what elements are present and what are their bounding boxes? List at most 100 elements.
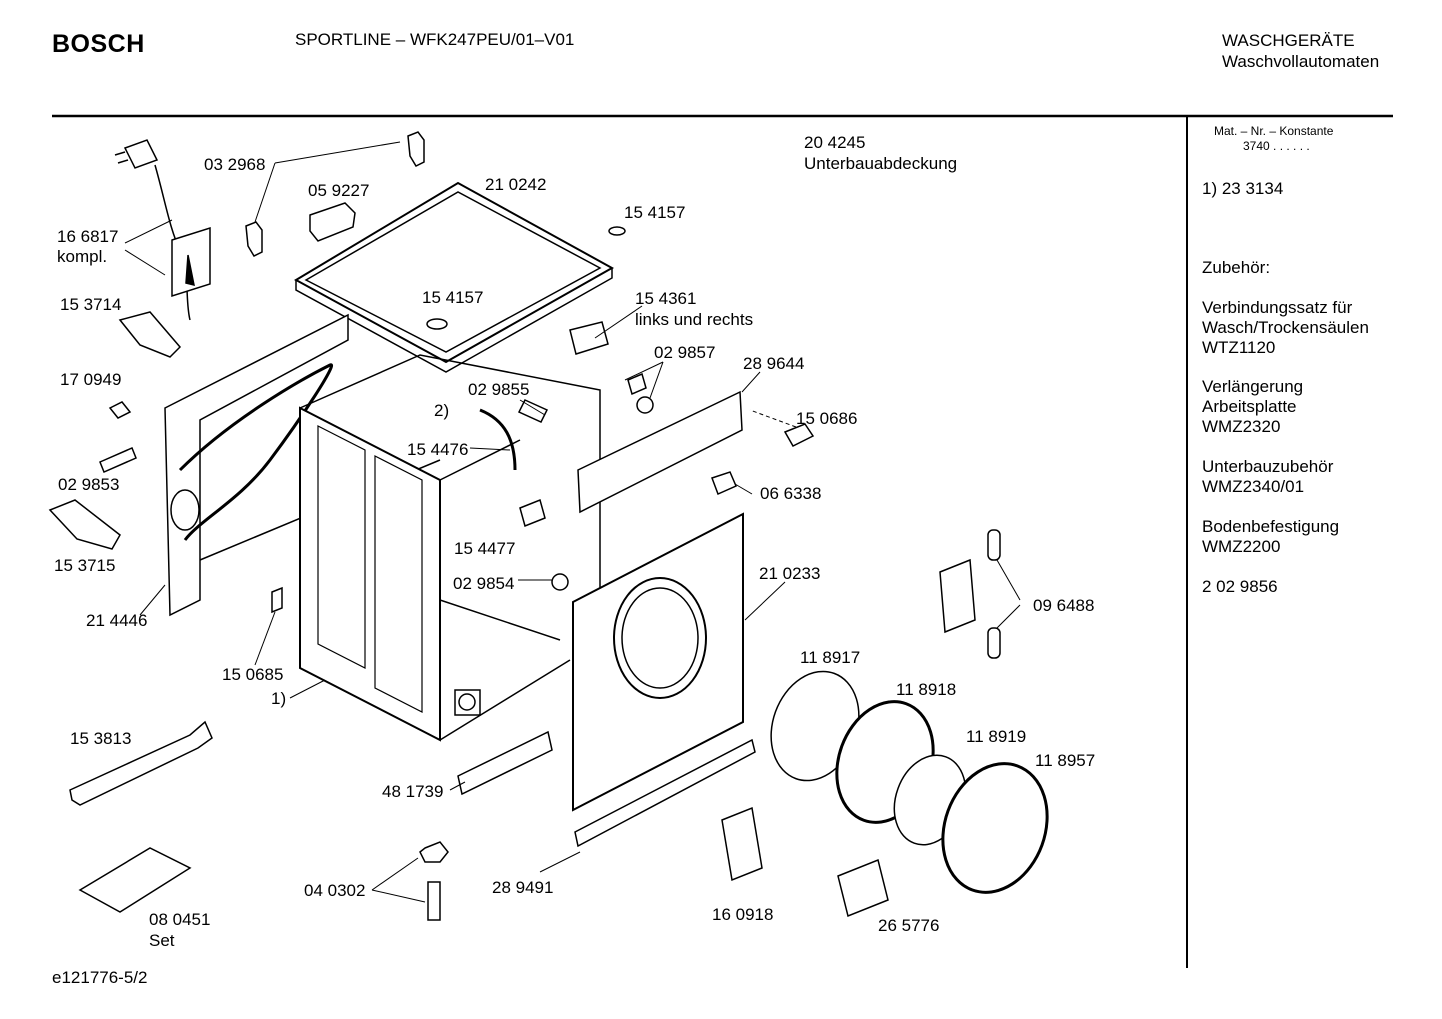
part-label: 16 0918 — [712, 905, 774, 924]
bracket-icon — [519, 498, 546, 528]
part-label: 03 2968 — [204, 155, 266, 174]
rear-frame-icon — [164, 313, 441, 617]
part-label: 15 4157 — [422, 288, 484, 307]
part-label: 15 3714 — [60, 295, 122, 314]
part-label: 15 0685 — [222, 665, 284, 684]
part-note: Set — [149, 931, 175, 950]
bracket-icon — [783, 423, 815, 447]
base-trim-icon — [574, 738, 756, 848]
part-label: 02 9854 — [453, 574, 515, 593]
top-cover-icon — [293, 181, 615, 373]
accessory-item: Verlängerung Arbeitsplatte WMZ2320 — [1202, 377, 1303, 437]
bracket-icon — [517, 399, 549, 423]
accessory-item: Verbindungssatz für Wasch/Trockensäulen … — [1202, 298, 1369, 358]
part-label: 21 0242 — [485, 175, 547, 194]
footnote-mark: 1) — [271, 689, 287, 708]
part-label: 21 4446 — [86, 611, 148, 630]
brand-logo: BOSCH — [52, 30, 145, 58]
accessory-line: Unterbauzubehör — [1202, 457, 1334, 476]
part-label: 15 3813 — [70, 729, 132, 748]
cap-icon — [108, 401, 132, 419]
screw-icon — [427, 881, 441, 921]
part-label: 15 4476 — [407, 440, 469, 459]
wrench-icon — [69, 720, 213, 806]
accessory-line: WMZ2320 — [1202, 417, 1281, 436]
part-label: 15 4361 — [635, 289, 697, 308]
part-label: 15 4157 — [624, 203, 686, 222]
part-label: 11 8917 — [800, 648, 861, 667]
part-label: 48 1739 — [382, 782, 444, 801]
footnote-mark: 2) — [434, 401, 450, 420]
power-cord-icon — [114, 139, 211, 321]
door-outer-ring-icon — [941, 762, 1049, 894]
part-label: 15 4477 — [454, 539, 516, 558]
part-label: 28 9644 — [743, 354, 805, 373]
clip-icon — [245, 131, 425, 257]
part-label: 11 8918 — [896, 680, 957, 699]
accessory-line: WMZ2340/01 — [1202, 477, 1305, 496]
part-label: 15 0686 — [796, 409, 858, 428]
part-label: 11 8957 — [1035, 751, 1096, 770]
accessory-line: Bodenbefestigung — [1202, 517, 1340, 536]
part-label: 04 0302 — [304, 881, 366, 900]
door-lock-icon — [721, 806, 763, 882]
part-note: kompl. — [57, 247, 108, 266]
note-2: 2 02 9856 — [1202, 577, 1278, 596]
part-label: 06 6338 — [760, 484, 822, 503]
drawing-reference: e121776-5/2 — [52, 968, 148, 987]
accessory-line: Arbeitsplatte — [1202, 397, 1297, 416]
control-rail-icon — [577, 390, 743, 514]
accessory-line: Verbindungssatz für — [1202, 298, 1353, 317]
accessory-line: WTZ1120 — [1202, 338, 1276, 357]
part-label: 05 9227 — [308, 181, 370, 200]
accessory-line: Verlängerung — [1202, 377, 1304, 396]
clip-icon — [627, 372, 647, 396]
mat-nr-label: Mat. – Nr. – Konstante — [1214, 124, 1334, 138]
part-label: 15 3715 — [54, 556, 116, 575]
spring-clip-icon — [479, 408, 517, 471]
pin-icon — [987, 529, 1001, 561]
pin-icon — [987, 627, 1001, 659]
transport-lock-icon — [78, 847, 192, 913]
accessories-title: Zubehör: — [1202, 258, 1271, 277]
part-label: 20 4245 — [804, 133, 866, 152]
grommet-icon — [636, 396, 654, 414]
category-title: WASCHGERÄTE Waschvollautomaten — [1222, 30, 1379, 72]
part-label: 21 0233 — [759, 564, 821, 583]
bracket-icon — [569, 321, 609, 355]
nut-icon — [419, 841, 449, 863]
category-line-1: WASCHGERÄTE — [1222, 31, 1355, 50]
drawer-handle-icon — [457, 730, 553, 796]
hinge-icon — [939, 558, 976, 634]
leader-lines — [124, 141, 1021, 903]
part-note: links und rechts — [635, 310, 754, 329]
part-label: 02 9855 — [468, 380, 530, 399]
category-line-2: Waschvollautomaten — [1222, 52, 1380, 71]
part-label: 17 0949 — [60, 370, 122, 389]
handle-cover-icon — [837, 858, 889, 918]
plug-icon — [608, 226, 626, 236]
part-label: 02 9857 — [654, 343, 716, 362]
part-label: 16 6817 — [57, 227, 119, 246]
accessory-item: Bodenbefestigung WMZ2200 — [1202, 517, 1339, 557]
note-1: 1) 23 3134 — [1202, 179, 1284, 198]
handle-icon — [309, 202, 356, 242]
part-label: 08 0451 — [149, 910, 211, 929]
accessory-line: Wasch/Trockensäulen — [1202, 318, 1369, 337]
accessory-line: WMZ2200 — [1202, 537, 1281, 556]
clip-icon — [99, 447, 137, 473]
grommet-icon — [551, 573, 569, 591]
foot-icon — [48, 499, 121, 550]
front-panel-icon — [572, 512, 744, 812]
part-label: 11 8919 — [966, 727, 1027, 746]
foot-icon — [118, 311, 182, 358]
accessory-item: Unterbauzubehör WMZ2340/01 — [1202, 457, 1333, 497]
part-name: Unterbauabdeckung — [804, 154, 958, 173]
model-title: SPORTLINE – WFK247PEU/01–V01 — [295, 30, 575, 49]
part-label: 02 9853 — [58, 475, 120, 494]
part-label: 09 6488 — [1033, 596, 1095, 615]
cabinet-icon — [299, 354, 601, 742]
switch-icon — [271, 586, 283, 614]
part-label: 26 5776 — [878, 916, 940, 935]
